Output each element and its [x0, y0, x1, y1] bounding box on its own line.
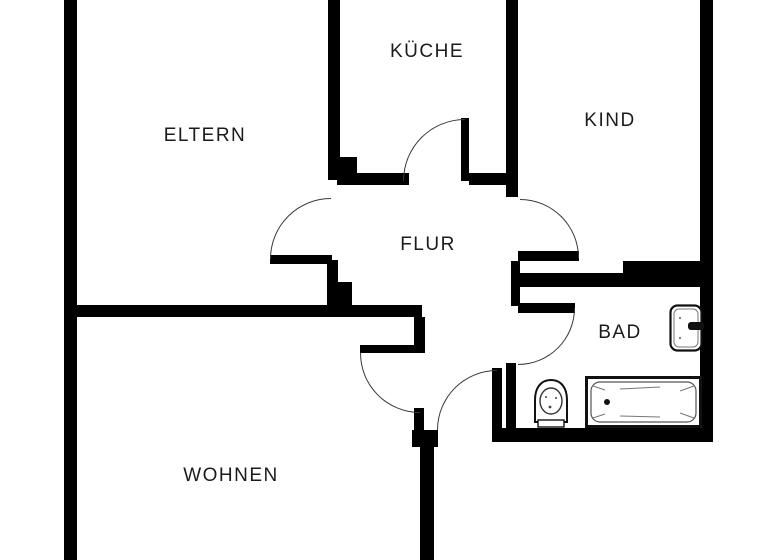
wall-left-outer — [64, 0, 77, 560]
wall-lower-divider — [420, 447, 434, 560]
door-arc-entrance — [437, 370, 497, 430]
wall-right-outer — [700, 0, 713, 442]
wall-eltern-lower — [327, 260, 338, 305]
door-leaf-kueche — [461, 118, 469, 181]
wall-bad-bottom — [492, 428, 713, 442]
door-arc-eltern — [270, 198, 331, 259]
wall-kitchen-left — [328, 0, 340, 160]
wall-kind-bottom-step — [623, 261, 707, 273]
room-label-bad: BAD — [598, 322, 642, 343]
toilet-icon — [533, 378, 569, 429]
room-label-eltern: ELTERN — [163, 125, 247, 146]
door-leaf-entrance — [492, 368, 502, 430]
room-label-flur: FLUR — [400, 234, 456, 255]
door-leaf-wohnen — [360, 345, 420, 353]
wall-kitchen-bottom-left — [337, 173, 409, 185]
room-label-wohnen: WOHNEN — [183, 465, 279, 486]
door-arc-wohnen — [360, 353, 420, 413]
room-label-kind: KIND — [584, 110, 636, 131]
wall-kueche-kind-divider — [506, 0, 518, 197]
wall-wohnen-right-upper — [414, 317, 425, 353]
door-arc-kueche — [403, 119, 465, 181]
door-arc-bad — [518, 308, 575, 365]
door-leaf-eltern — [270, 255, 332, 264]
wall-kitchen-bottom-right — [469, 173, 515, 185]
wall-wohnen-right-block — [412, 430, 438, 447]
sink-icon — [669, 304, 704, 352]
wall-eltern-lower-step — [338, 282, 352, 305]
door-arc-kind — [520, 199, 579, 258]
room-label-kueche: KÜCHE — [389, 41, 465, 62]
wall-bad-left-lower — [506, 363, 516, 430]
wall-bad-left-upper — [511, 261, 520, 306]
wall-wohnen-top — [64, 305, 422, 317]
wall-kind-bottom — [513, 273, 707, 287]
bathtub-icon — [585, 376, 702, 428]
wall-wohnen-right-lower — [414, 408, 424, 430]
